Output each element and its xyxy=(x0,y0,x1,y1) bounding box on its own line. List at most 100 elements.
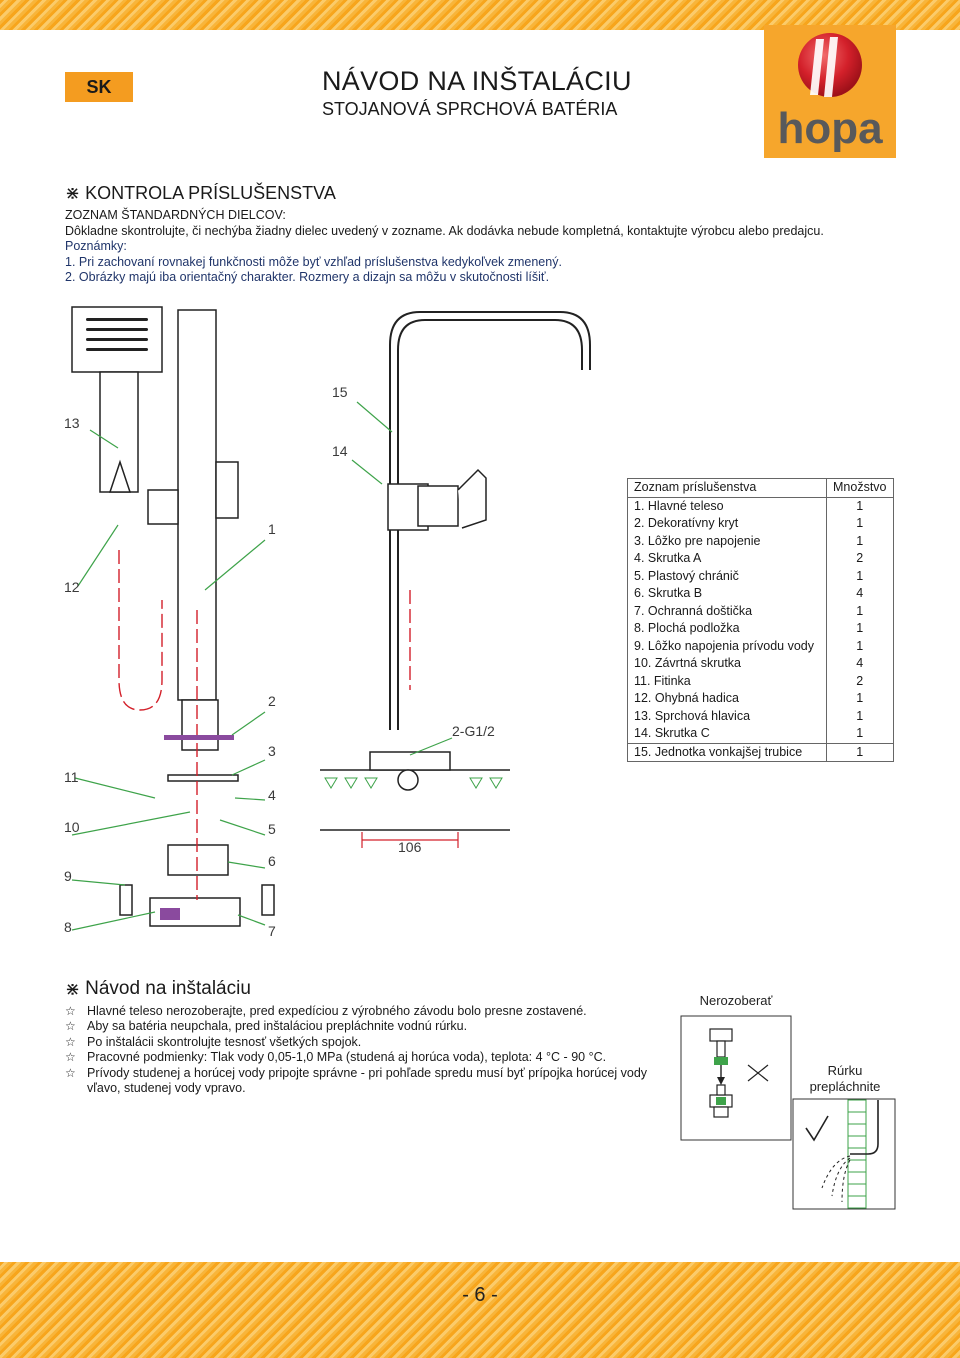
part-name: 10. Závrtná skrutka xyxy=(627,655,827,673)
label-leader-lines xyxy=(71,401,453,931)
page-number: - 6 - xyxy=(462,1284,498,1306)
logo-wordmark: hopa xyxy=(777,104,883,153)
part-qty: 1 xyxy=(826,532,894,550)
list-item: ☆ Prívody studenej a horúcej vody pripojt… xyxy=(65,1066,675,1097)
flush-pipe-label: Rúrku prepláchnite xyxy=(795,1063,895,1095)
part-qty: 1 xyxy=(826,497,894,515)
label-10: 10 xyxy=(64,819,80,835)
part-qty: 1 xyxy=(826,602,894,620)
label-3: 3 xyxy=(268,743,276,759)
label-thread: 2-G1/2 xyxy=(452,723,495,739)
installation-heading-text: Návod na inštaláciu xyxy=(85,978,251,999)
accessories-line: Poznámky: xyxy=(65,239,127,253)
accessories-heading-text: KONTROLA PRÍSLUŠENSTVA xyxy=(85,183,336,203)
page-subtitle: STOJANOVÁ SPRCHOVÁ BATÉRIA xyxy=(322,99,618,119)
label-6: 6 xyxy=(268,853,276,869)
asterisk-cross-icon: ⋇ xyxy=(65,978,81,999)
part-qty: 1 xyxy=(826,515,894,533)
star-bullet-icon: ☆ xyxy=(65,1065,76,1080)
part-qty: 2 xyxy=(826,550,894,568)
inlet-fitting xyxy=(397,769,419,791)
label-12: 12 xyxy=(64,579,80,595)
label-14: 14 xyxy=(332,443,348,459)
part-name: 11. Fitinka xyxy=(627,672,827,690)
language-badge: SK xyxy=(65,72,133,102)
part-qty: 1 xyxy=(826,725,894,743)
part-qty: 1 xyxy=(826,690,894,708)
part-name: 14. Skrutka C xyxy=(627,725,827,743)
label-2: 2 xyxy=(268,693,276,709)
hopa-logo: hopa xyxy=(764,25,896,158)
list-item-text: Prívody studenej a horúcej vody pripojte… xyxy=(87,1065,648,1096)
flush-pipe-figure xyxy=(792,1098,896,1210)
part-qty: 1 xyxy=(826,742,894,762)
part-qty: 1 xyxy=(826,567,894,585)
label-dimension: 106 xyxy=(398,839,422,855)
label-13: 13 xyxy=(64,415,80,431)
label-1: 1 xyxy=(268,521,276,537)
list-item: ☆ Po inštalácii skontrolujte tesnosť všet… xyxy=(65,1035,675,1050)
list-item-text: Hlavné teleso nerozoberajte, pred expedí… xyxy=(87,1004,587,1018)
hopa-logo-graphic: hopa xyxy=(777,33,883,153)
list-item: ☆Hlavné teleso nerozoberajte, pred exped… xyxy=(65,1004,675,1019)
part-name: 2. Dekoratívny kryt xyxy=(627,515,827,533)
part-qty: 4 xyxy=(826,585,894,603)
flush-pipe-label-line: Rúrku xyxy=(827,1063,863,1078)
accessories-line: 1. Pri zachovaní rovnakej funkčnosti môž… xyxy=(65,254,562,269)
table-header-name: Zoznam príslušenstva xyxy=(627,478,827,498)
part-name: 1. Hlavné teleso xyxy=(627,497,827,515)
protective-plate xyxy=(167,844,229,876)
part-name: 8. Plochá podložka xyxy=(627,620,827,638)
part-qty: 2 xyxy=(826,672,894,690)
accessories-line: Dôkladne skontrolujte, či nechýba žiadny… xyxy=(65,223,824,238)
part-name: 12. Ohybná hadica xyxy=(627,690,827,708)
installation-heading: ⋇ Návod na inštaláciu xyxy=(65,978,251,1000)
star-bullet-icon: ☆ xyxy=(65,1019,76,1034)
list-item: ☆ Pracovné podmienky: Tlak vody 0,05-1,0 … xyxy=(65,1050,675,1065)
table-header-qty: Množstvo xyxy=(826,478,894,498)
spout-arc xyxy=(389,311,591,730)
list-item-text: Po inštalácii skontrolujte tesnosť všetk… xyxy=(87,1034,362,1049)
part-name: 9. Lôžko napojenia prívodu vody xyxy=(627,637,827,655)
star-bullet-icon: ☆ xyxy=(65,1034,76,1049)
label-11: 11 xyxy=(64,769,79,785)
no-disassemble-label: Nerozoberať xyxy=(699,993,773,1008)
label-7: 7 xyxy=(268,923,276,939)
asterisk-cross-icon: ⋇ xyxy=(65,183,81,203)
part-name: 6. Skrutka B xyxy=(627,585,827,603)
accessories-text: ZOZNAM ŠTANDARDNÝCH DIELCOV: Dôkladne sk… xyxy=(65,208,824,286)
star-bullet-icon: ☆ xyxy=(65,1050,76,1065)
part-name: 5. Plastový chránič xyxy=(627,567,827,585)
label-8: 8 xyxy=(64,919,72,935)
part-name: 15. Jednotka vonkajšej trubice xyxy=(627,742,827,762)
installation-diagram: 13 15 14 1 12 2 2-G1/2 3 11 4 10 5 106 6… xyxy=(64,306,591,939)
part-name: 4. Skrutka A xyxy=(627,550,827,568)
part-qty: 1 xyxy=(826,707,894,725)
part-name: 7. Ochranná doštička xyxy=(627,602,827,620)
part-qty: 4 xyxy=(826,655,894,673)
label-5: 5 xyxy=(268,821,276,837)
page-title: NÁVOD NA INŠTALÁCIU xyxy=(322,66,632,96)
table-header-row: Zoznam príslušenstva Množstvo xyxy=(627,478,894,498)
list-item-text: Pracovné podmienky: Tlak vody 0,05-1,0 M… xyxy=(87,1050,607,1065)
parts-list-table: Zoznam príslušenstva Množstvo 1. Hlavné … xyxy=(627,478,894,762)
accessories-line: 2. Obrázky majú iba orientačný charakter… xyxy=(65,270,550,284)
label-15: 15 xyxy=(332,384,348,400)
flexible-hose xyxy=(118,550,411,900)
flush-pipe-label-line: prepláchnite xyxy=(809,1079,881,1094)
part-name: 3. Lôžko pre napojenie xyxy=(627,532,827,550)
